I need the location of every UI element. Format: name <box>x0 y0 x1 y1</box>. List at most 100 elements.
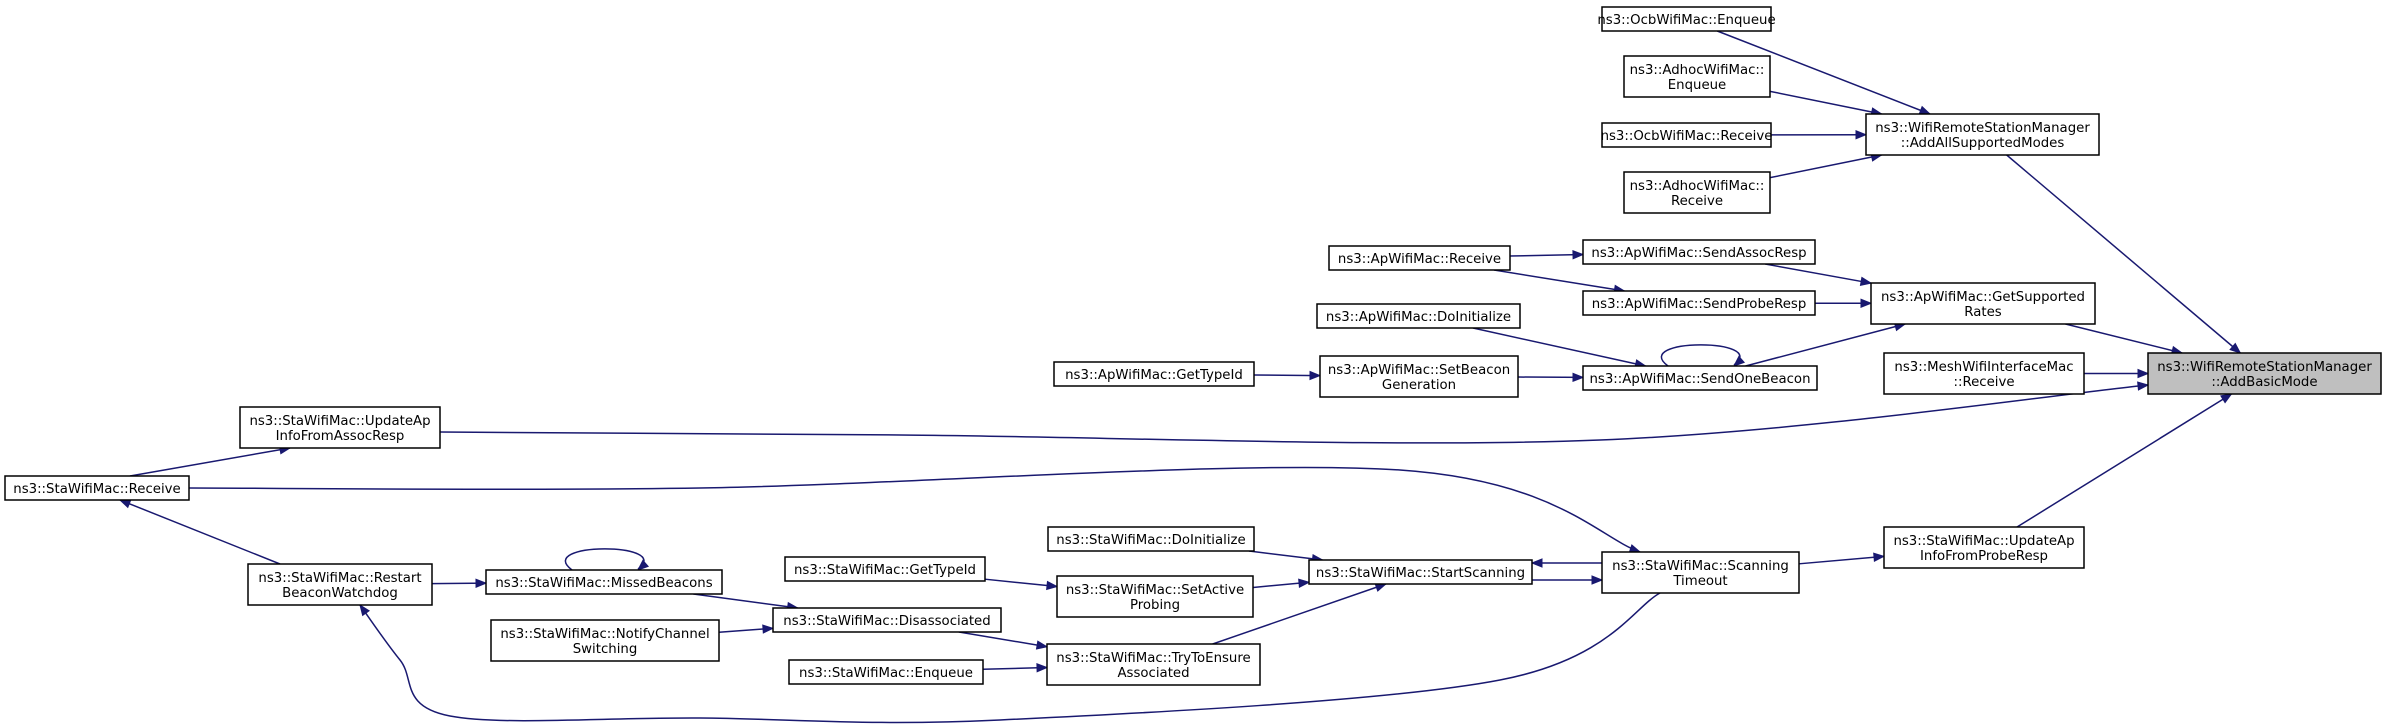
node-ap-send-assoc[interactable]: ns3::ApWifiMac::SendAssocResp <box>1582 239 1816 265</box>
edge-ap-setbeacon-to-ap-sendonebeacon-arrowhead <box>1572 372 1585 383</box>
node-label: ns3::StaWifiMac::Disassociated <box>783 614 990 629</box>
edge-ap-gettypeid-to-ap-setbeacon-line <box>1253 374 1321 377</box>
node-ocb-receive[interactable]: ns3::OcbWifiMac::Receive <box>1601 122 1773 148</box>
edge-ap-receive-to-ap-send-probe <box>1493 269 1626 295</box>
node-adhoc-receive[interactable]: ns3::AdhocWifiMac::Receive <box>1623 171 1771 214</box>
edge-sta-disassoc-to-sta-trytoensure-line <box>958 631 1048 648</box>
edge-ap-sendonebeacon-to-ap-get-supported-line <box>1745 323 1906 367</box>
edge-ocb-enqueue-to-add-all-supported-line <box>1716 30 1931 115</box>
edge-sta-restart-to-sta-missed <box>431 578 488 588</box>
node-label: ::AddAllSupportedModes <box>1901 136 2065 151</box>
edge-ap-sendonebeacon-to-ap-sendonebeacon-arrowhead <box>1732 355 1746 367</box>
node-box <box>1308 559 1533 585</box>
edge-sta-receive-to-sta-scantimeout-line <box>188 466 1641 553</box>
edge-ap-sendonebeacon-to-ap-sendonebeacon-line <box>1660 344 1741 367</box>
node-box <box>1865 113 2100 156</box>
node-box <box>1053 361 1255 387</box>
node-box <box>1316 303 1521 329</box>
edge-ap-get-supported-to-root-line <box>2065 323 2183 354</box>
edge-ap-receive-to-ap-send-probe-line <box>1493 269 1625 292</box>
node-label: InfoFromProbeResp <box>1920 549 2048 564</box>
edge-sta-receive-to-sta-update-assoc <box>129 445 292 477</box>
edge-ap-gettypeid-to-ap-setbeacon <box>1253 370 1322 381</box>
node-label: Timeout <box>1672 574 1727 589</box>
edge-adhoc-receive-to-add-all-supported <box>1769 152 1883 179</box>
node-label: ns3::AdhocWifiMac:: <box>1630 179 1765 194</box>
edge-sta-scantimeout-to-sta-startscan <box>1530 558 1602 568</box>
node-ocb-enqueue[interactable]: ns3::OcbWifiMac::Enqueue <box>1597 6 1776 32</box>
node-sta-update-probe[interactable]: ns3::StaWifiMac::UpdateApInfoFromProbeRe… <box>1883 526 2085 569</box>
node-sta-disassoc[interactable]: ns3::StaWifiMac::Disassociated <box>772 607 1002 633</box>
edge-ap-send-assoc-to-ap-get-supported-line <box>1765 263 1872 284</box>
node-sta-startscan[interactable]: ns3::StaWifiMac::StartScanning <box>1308 559 1533 585</box>
edge-sta-notify-to-sta-disassoc <box>718 624 775 634</box>
node-sta-update-assoc[interactable]: ns3::StaWifiMac::UpdateApInfoFromAssocRe… <box>239 406 441 449</box>
node-label: ns3::ApWifiMac::DoInitialize <box>1326 310 1511 325</box>
edge-ap-receive-to-ap-send-assoc-arrowhead <box>1572 249 1585 260</box>
node-ap-doinit[interactable]: ns3::ApWifiMac::DoInitialize <box>1316 303 1521 329</box>
node-label: ns3::ApWifiMac::SendOneBeacon <box>1589 372 1810 387</box>
node-box <box>1601 6 1772 32</box>
edge-ap-gettypeid-to-ap-setbeacon-arrowhead <box>1309 370 1322 381</box>
edge-sta-enqueue-to-sta-trytoensure-line <box>982 666 1048 671</box>
node-label: ::Receive <box>1953 375 2014 390</box>
node-ap-sendonebeacon[interactable]: ns3::ApWifiMac::SendOneBeacon <box>1582 365 1818 391</box>
node-label: ns3::StaWifiMac::Enqueue <box>799 666 973 681</box>
edge-ap-receive-to-ap-send-assoc-line <box>1509 253 1584 257</box>
node-box <box>1047 526 1255 552</box>
edge-sta-restart-to-sta-receive <box>118 499 281 565</box>
node-ap-gettypeid[interactable]: ns3::ApWifiMac::GetTypeId <box>1053 361 1255 387</box>
edge-ocb-receive-to-add-all-supported-arrowhead <box>1855 129 1868 140</box>
node-sta-enqueue[interactable]: ns3::StaWifiMac::Enqueue <box>788 659 984 685</box>
node-sta-missed[interactable]: ns3::StaWifiMac::MissedBeacons <box>485 569 723 595</box>
node-box <box>1601 122 1772 148</box>
node-mesh-receive[interactable]: ns3::MeshWifiInterfaceMac::Receive <box>1883 352 2085 395</box>
node-label: ns3::WifiRemoteStationManager <box>2157 360 2372 375</box>
edge-sta-update-assoc-to-root-line <box>439 384 2149 444</box>
edge-sta-startscan-to-sta-scantimeout <box>1532 575 1604 585</box>
node-add-all-supported[interactable]: ns3::WifiRemoteStationManager::AddAllSup… <box>1865 113 2100 156</box>
node-box <box>788 659 984 685</box>
node-box <box>1056 575 1254 618</box>
node-label: ns3::StaWifiMac::UpdateAp <box>249 414 430 429</box>
node-box <box>1870 282 2096 325</box>
node-sta-doinit[interactable]: ns3::StaWifiMac::DoInitialize <box>1047 526 1255 552</box>
edge-ap-send-assoc-to-ap-get-supported-arrowhead <box>1859 276 1873 286</box>
node-ap-send-probe[interactable]: ns3::ApWifiMac::SendProbeResp <box>1582 290 1816 316</box>
node-label: ns3::StaWifiMac::UpdateAp <box>1893 534 2074 549</box>
edge-sta-gettypeid-to-sta-setactive-arrowhead <box>1046 580 1059 591</box>
node-box <box>1623 171 1771 214</box>
edge-adhoc-enqueue-to-add-all-supported-line <box>1769 90 1882 115</box>
node-box <box>485 569 723 595</box>
edge-sta-update-probe-to-root-line <box>2016 393 2232 528</box>
node-label: ns3::StaWifiMac::GetTypeId <box>794 563 976 578</box>
node-label: ns3::StaWifiMac::Receive <box>13 482 180 497</box>
node-box <box>1883 352 2085 395</box>
node-adhoc-enqueue[interactable]: ns3::AdhocWifiMac::Enqueue <box>1623 55 1771 98</box>
node-label: ns3::StaWifiMac::MissedBeacons <box>495 576 712 591</box>
edge-add-all-supported-to-root-line <box>2006 154 2241 354</box>
edge-sta-enqueue-to-sta-trytoensure-arrowhead <box>1036 663 1049 673</box>
edge-sta-scantimeout-to-sta-update-probe-arrowhead <box>1873 552 1886 562</box>
edge-ocb-receive-to-add-all-supported <box>1770 129 1868 140</box>
node-root[interactable]: ns3::WifiRemoteStationManager::AddBasicM… <box>2147 352 2382 395</box>
edge-sta-startscan-to-sta-scantimeout-arrowhead <box>1591 575 1604 585</box>
node-label: ns3::StaWifiMac::Scanning <box>1612 559 1789 574</box>
node-sta-receive[interactable]: ns3::StaWifiMac::Receive <box>4 475 190 501</box>
node-label: ns3::ApWifiMac::SetBeacon <box>1328 363 1510 378</box>
node-ap-receive[interactable]: ns3::ApWifiMac::Receive <box>1328 245 1511 271</box>
edge-sta-update-probe-to-root-arrowhead <box>2220 393 2233 404</box>
node-label: ns3::OcbWifiMac::Receive <box>1601 129 1773 144</box>
edge-add-all-supported-to-root <box>2006 154 2242 354</box>
node-sta-gettypeid[interactable]: ns3::StaWifiMac::GetTypeId <box>784 556 986 582</box>
edge-sta-missed-to-sta-missed-line <box>564 548 645 571</box>
node-box <box>1582 290 1816 316</box>
